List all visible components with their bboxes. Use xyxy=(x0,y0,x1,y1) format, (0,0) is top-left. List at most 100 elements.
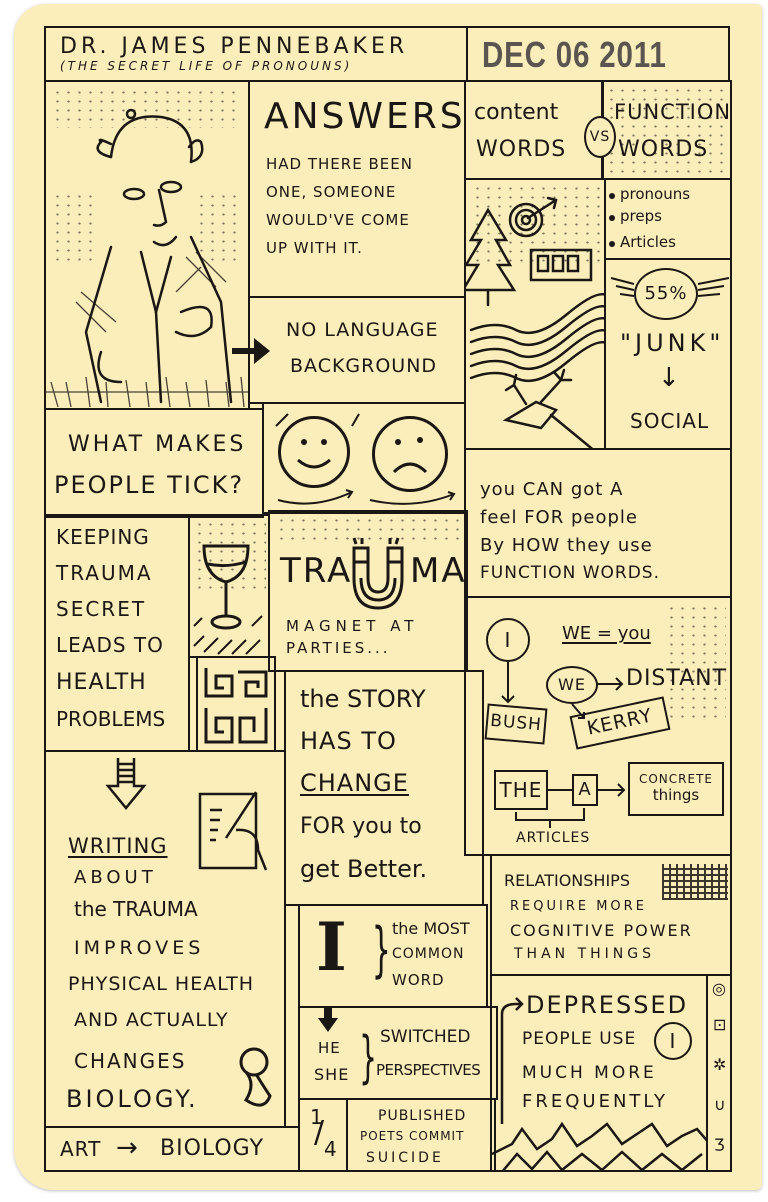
switched-line: PERSPECTIVES xyxy=(376,1061,481,1079)
date-stamp-box: DEC 06 2011 xyxy=(466,26,730,82)
writing-line: the TRAUMA xyxy=(74,897,198,921)
magnet-caption: MAGNET AT xyxy=(286,617,419,635)
flames-icon xyxy=(492,1121,706,1170)
distant-label: DISTANT xyxy=(626,666,728,691)
keeping-line: HEALTH xyxy=(56,670,147,695)
feel-line: By HOW they use xyxy=(480,535,653,556)
poets-line: POETS COMMIT xyxy=(360,1129,465,1143)
greek-key-spiral-icon xyxy=(204,668,268,744)
keeping-trauma-panel: KEEPING TRAUMA SECRET LEADS TO HEALTH PR… xyxy=(44,514,190,752)
header-title-box: DR. JAMES PENNEBAKER (THE SECRET LIFE OF… xyxy=(44,26,468,82)
switched-panel: HE SHE } SWITCHED PERSPECTIVES xyxy=(298,1006,498,1100)
switched-line: SWITCHED xyxy=(380,1027,471,1047)
we-equals-you: WE = you xyxy=(562,623,651,644)
notebook-page: DR. JAMES PENNEBAKER (THE SECRET LIFE OF… xyxy=(14,4,762,1190)
depressed-line: FREQUENTLY xyxy=(522,1091,669,1112)
swirl-arrows-icon xyxy=(275,413,456,505)
function-words-list: pronouns preps Articles xyxy=(604,178,732,260)
answers-heading: ANSWERS: xyxy=(264,96,466,137)
story-change-panel: the STORY HAS TO CHANGE FOR you to get B… xyxy=(284,670,484,906)
down-arrow-icon xyxy=(318,1008,338,1032)
no-language-line: BACKGROUND xyxy=(290,355,438,377)
function-item-articles: Articles xyxy=(620,233,676,251)
keeping-line: TRAUMA xyxy=(56,561,153,585)
curved-arrow-icon xyxy=(500,997,524,1124)
trauma-magnet-panel: TRA MA MAGNET AT PARTIES... xyxy=(268,510,468,672)
percent-badge: 55% xyxy=(634,268,698,320)
magnet-caption: PARTIES... xyxy=(286,639,391,657)
content-word-icons xyxy=(466,196,604,448)
writing-line: BIOLOGY. xyxy=(66,1085,199,1113)
art-label: ART xyxy=(60,1137,102,1161)
depressed-line: DEPRESSED xyxy=(526,991,689,1019)
depressed-panel: DEPRESSED PEOPLE USE I MUCH MORE FREQUEN… xyxy=(490,974,708,1172)
junk-panel: 55% "JUNK" ↓ SOCiAL xyxy=(604,258,732,450)
concrete-label: CONCRETE xyxy=(638,772,713,787)
answers-panel: ANSWERS: HAD THERE BEEN ONE, SOMEONE WOU… xyxy=(248,80,466,298)
poets-fraction-panel: 1 / 4 xyxy=(298,1098,348,1172)
dna-scribble-icon xyxy=(239,1047,272,1107)
keeping-line: SECRET xyxy=(56,597,147,621)
poets-line: PUBLISHED xyxy=(378,1108,467,1124)
function-words-label: WORDS xyxy=(618,137,709,162)
brace: } xyxy=(359,1025,378,1090)
answers-line: HAD THERE BEEN xyxy=(266,155,413,173)
junk-label: "JUNK" xyxy=(620,329,725,357)
vs-circle: VS xyxy=(584,116,616,158)
what-makes-line: WHAT MAKES xyxy=(68,432,247,457)
keeping-line: KEEPING xyxy=(56,525,150,549)
spiral-pattern-panel xyxy=(196,656,276,752)
story-line-change: CHANGE xyxy=(300,769,409,797)
function-words-label: FUNCTION xyxy=(614,100,732,124)
pronoun-diagram-panel: I WE = you WE DISTANT BUSH KERRY tHE A C… xyxy=(464,596,732,856)
no-language-line: NO LANGUAGE xyxy=(286,319,439,341)
most-common-panel: I } the MOST COMMON WORD xyxy=(298,904,488,1008)
sad-face-icon xyxy=(372,416,448,492)
crosshatch-icon xyxy=(662,864,728,900)
writing-line: PHYSICAL HEALTH xyxy=(68,973,255,995)
writing-line: WRITING xyxy=(68,834,168,858)
content-vs-function-panel: content WORDS FUNCTION WORDS xyxy=(464,80,732,180)
fraction-slash: / xyxy=(314,1115,326,1150)
date-stamp: DEC 06 2011 xyxy=(482,34,667,75)
i-circle: I xyxy=(486,618,530,662)
answers-line: UP WITH IT. xyxy=(266,239,363,257)
depressed-line: MUCH MORE xyxy=(522,1063,657,1083)
fraction-numerator: 1 xyxy=(310,1105,324,1129)
what-makes-line: PEOPLE TICK? xyxy=(54,471,245,499)
biology-label: BIOLOGY xyxy=(160,1136,265,1161)
i-circle: I xyxy=(654,1022,692,1060)
answers-line: ONE, SOMEONE xyxy=(266,183,397,201)
down-arrow-icon xyxy=(105,758,147,810)
writing-line: ABOUT xyxy=(74,867,157,888)
relationships-heading: RELATIONSHIPS xyxy=(504,871,630,890)
arrow-right-icon: → xyxy=(116,1133,139,1163)
figure-symbol-icon: ✲ xyxy=(713,1055,728,1074)
content-icons-panel xyxy=(464,178,606,450)
most-common-line: WORD xyxy=(392,971,445,989)
wing-lines-icon xyxy=(610,277,730,297)
wine-glass-icon xyxy=(193,544,263,655)
a-box: A xyxy=(572,774,598,806)
junk-arrow: ↓ xyxy=(658,363,681,393)
function-item-pronouns: pronouns xyxy=(620,185,691,203)
faces-panel xyxy=(262,402,466,514)
feel-line: feel FOR people xyxy=(480,507,638,528)
brace: } xyxy=(371,915,392,985)
happy-face-icon xyxy=(278,416,350,488)
keeping-line: LEADS TO xyxy=(56,633,164,657)
content-words-label: WORDS xyxy=(476,137,567,162)
horseshoe-magnet-icon xyxy=(352,537,404,610)
wine-glass-panel xyxy=(188,514,270,658)
story-line: the STORY xyxy=(300,685,426,713)
symbol-column: ◎ ⊡ ✲ ∪ ʒ xyxy=(706,974,732,1172)
pronoun-he: HE xyxy=(318,1039,341,1057)
writing-line: CHANGES xyxy=(74,1049,187,1073)
portrait-panel xyxy=(44,80,250,410)
keeping-line: PROBLEMS xyxy=(56,707,166,731)
bald-man-portrait-icon xyxy=(46,108,248,408)
page-title: DR. JAMES PENNEBAKER xyxy=(60,34,409,59)
fraction-denominator: 4 xyxy=(324,1137,338,1161)
arrow-right-icon xyxy=(232,338,270,364)
poets-panel: PUBLISHED POETS COMMIT SUICIDE xyxy=(346,1098,496,1172)
